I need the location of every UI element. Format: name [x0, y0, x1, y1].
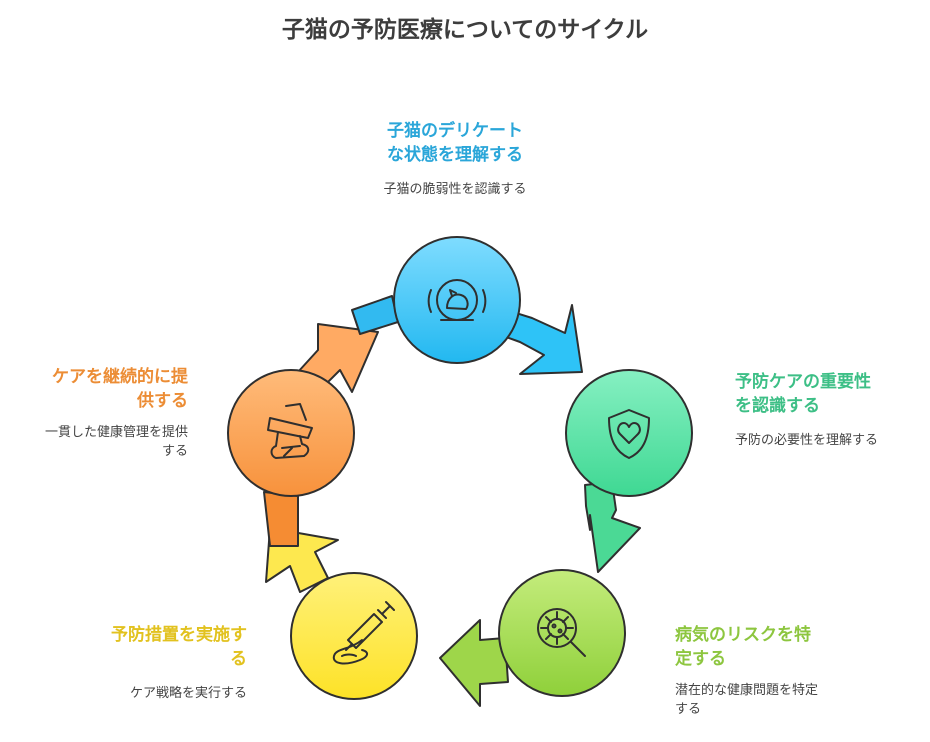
step-5-heading-line1: ケアを継続的に提	[52, 366, 189, 387]
step-3-description-line2: する	[675, 702, 701, 717]
step-3-description-line1: 潜在的な健康問題を特定	[675, 682, 818, 698]
page-title: 子猫の予防医療についてのサイクル	[281, 17, 649, 43]
step-2-heading-line2: を認識する	[735, 395, 820, 416]
node-circle-provide	[227, 369, 355, 497]
step-1-description: 子猫の脆弱性を認識する	[383, 181, 526, 197]
step-5-description-line2: する	[162, 444, 188, 459]
node-circle-implement	[290, 572, 418, 700]
step-5-heading-line2: 供する	[136, 390, 188, 411]
step-5-description-line1: 一貫した健康管理を提供	[45, 424, 188, 440]
step-4-description: ケア戦略を実行する	[130, 685, 247, 701]
step-1-heading-line1: 子猫のデリケート	[387, 120, 523, 141]
step-1-heading-line2: な状態を理解する	[387, 144, 523, 165]
node-circle-identify	[498, 569, 626, 697]
ring-tail-blue	[351, 295, 399, 335]
virus-magnifier-icon	[537, 608, 586, 657]
step-3-heading-line1: 病気のリスクを特	[675, 624, 811, 645]
step-4-heading-line2: る	[230, 649, 247, 669]
step-3-heading-line2: 定する	[675, 648, 726, 669]
step-2-description: 予防の必要性を理解する	[735, 432, 878, 448]
node-circle-recognize	[565, 369, 693, 497]
step-2-heading-line1: 予防ケアの重要性	[735, 371, 871, 392]
heart-shield-icon	[608, 409, 650, 459]
arrow-green-to-lime	[584, 481, 641, 573]
ring-tail-orange	[263, 491, 299, 547]
step-4-heading-line1: 予防措置を実施す	[111, 624, 247, 645]
syringe-icon	[332, 601, 395, 665]
bandaged-leg-icon	[267, 403, 313, 459]
arrow-lime-to-yellow	[439, 619, 509, 707]
node-circle-understand	[393, 236, 521, 364]
kitten-in-bubble-icon	[427, 279, 487, 321]
